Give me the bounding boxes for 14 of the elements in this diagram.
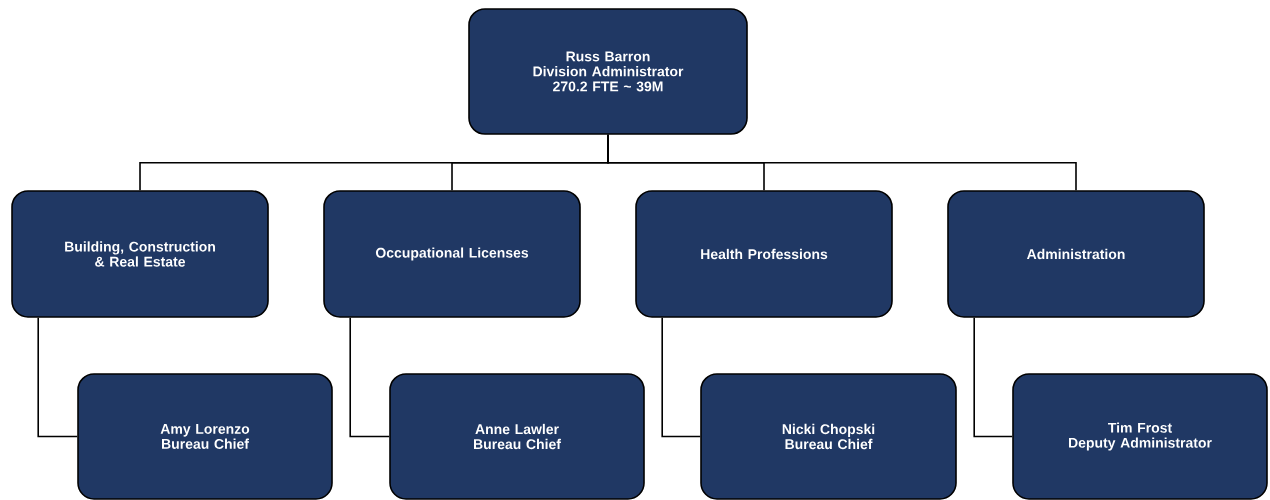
org-box: Anne Lawler Bureau Chief [389,373,645,500]
connector-line [37,317,78,438]
connector-line [973,317,1013,438]
org-box: Nicki Chopski Bureau Chief [700,373,957,500]
org-box: Occupational Licenses [323,190,581,318]
connector-line [607,134,1077,191]
org-box: Health Professions [635,190,893,318]
org-box: Russ Barron Division Administrator 270.2 FTE ~ 39M [468,8,748,135]
connector-line [661,317,701,438]
connector-line [349,317,390,438]
org-box: Administration [947,190,1205,318]
org-box: Amy Lorenzo Bureau Chief [77,373,333,500]
org-box: Tim Frost Deputy Administrator [1012,373,1268,500]
org-box: Building, Construction & Real Estate [11,190,269,318]
